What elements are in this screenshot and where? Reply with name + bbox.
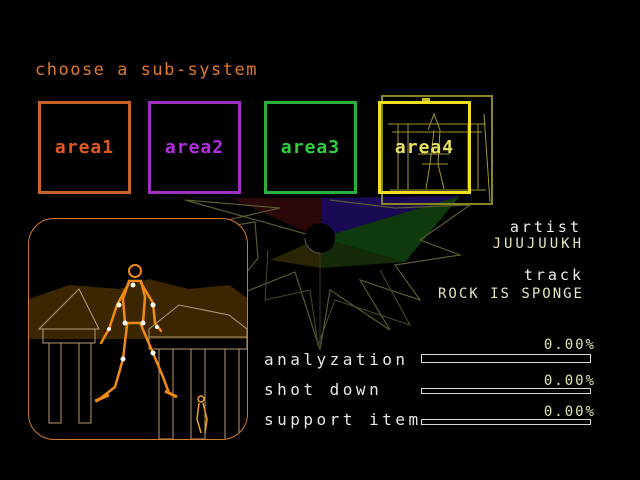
area3-label: area3 [280, 137, 341, 158]
stat-support-item-value: 0.00% [543, 404, 596, 420]
wireframe-robot-preview [29, 264, 247, 439]
area3-button[interactable]: area3 [264, 101, 357, 194]
area4-button[interactable]: area4 [378, 101, 471, 194]
stat-analyzation-bar [421, 354, 591, 363]
area1-button[interactable]: area1 [38, 101, 131, 194]
stat-shot-down-value: 0.00% [543, 373, 596, 389]
area4-label: area4 [394, 137, 455, 158]
stat-analyzation-value: 0.00% [543, 337, 596, 353]
area1-label: area1 [54, 137, 115, 158]
stat-shot-down-bar [421, 388, 591, 394]
track-label: track [523, 266, 584, 284]
artist-label: artist [509, 218, 582, 236]
stat-analyzation-label: analyzation [264, 350, 409, 369]
area2-button[interactable]: area2 [148, 101, 241, 194]
preview-panel [28, 218, 248, 440]
artist-value: JUUJUUKH [492, 236, 584, 252]
track-value: ROCK IS SPONGE [437, 286, 584, 302]
stat-shot-down-label: shot down [264, 380, 383, 399]
stat-support-item-label: support item [264, 410, 422, 429]
stat-support-item-bar [421, 419, 591, 425]
page-title: choose a sub-system [35, 60, 258, 80]
area2-label: area2 [164, 137, 225, 158]
